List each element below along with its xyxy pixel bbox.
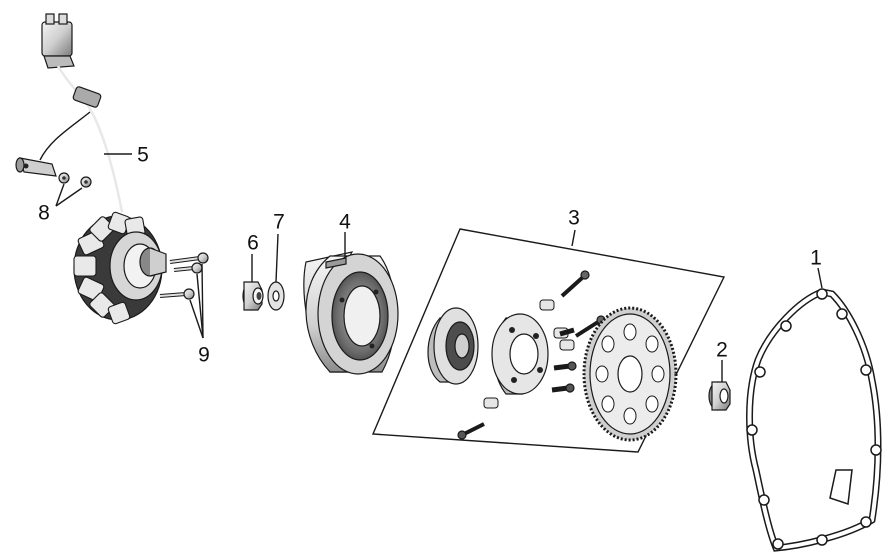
callout-1: 1 bbox=[810, 246, 822, 270]
nut-2 bbox=[708, 360, 731, 411]
starter-clutch-assembly bbox=[371, 228, 726, 453]
stator-harness bbox=[15, 13, 132, 213]
callout-9: 9 bbox=[198, 343, 210, 367]
callout-7: 7 bbox=[273, 210, 285, 234]
gasket bbox=[746, 267, 882, 552]
stator-coil bbox=[73, 211, 167, 325]
pickup-sensor bbox=[15, 157, 57, 177]
clutch-hub bbox=[491, 313, 549, 395]
starter-driven-gear bbox=[582, 306, 678, 442]
callout-4: 4 bbox=[339, 210, 351, 234]
callout-3: 3 bbox=[568, 206, 580, 230]
rollers bbox=[483, 299, 575, 409]
screws-8 bbox=[55, 172, 92, 207]
washer bbox=[267, 233, 285, 311]
harness-connector bbox=[41, 13, 75, 69]
callout-6: 6 bbox=[247, 231, 259, 255]
callout-2: 2 bbox=[716, 338, 728, 362]
bolts-9 bbox=[159, 252, 209, 339]
clutch-bolts bbox=[457, 270, 606, 440]
flange-nut bbox=[242, 254, 264, 311]
callout-5: 5 bbox=[137, 143, 149, 167]
clutch-body bbox=[427, 307, 479, 385]
callout-8: 8 bbox=[38, 201, 50, 225]
flywheel-rotor bbox=[303, 232, 399, 375]
